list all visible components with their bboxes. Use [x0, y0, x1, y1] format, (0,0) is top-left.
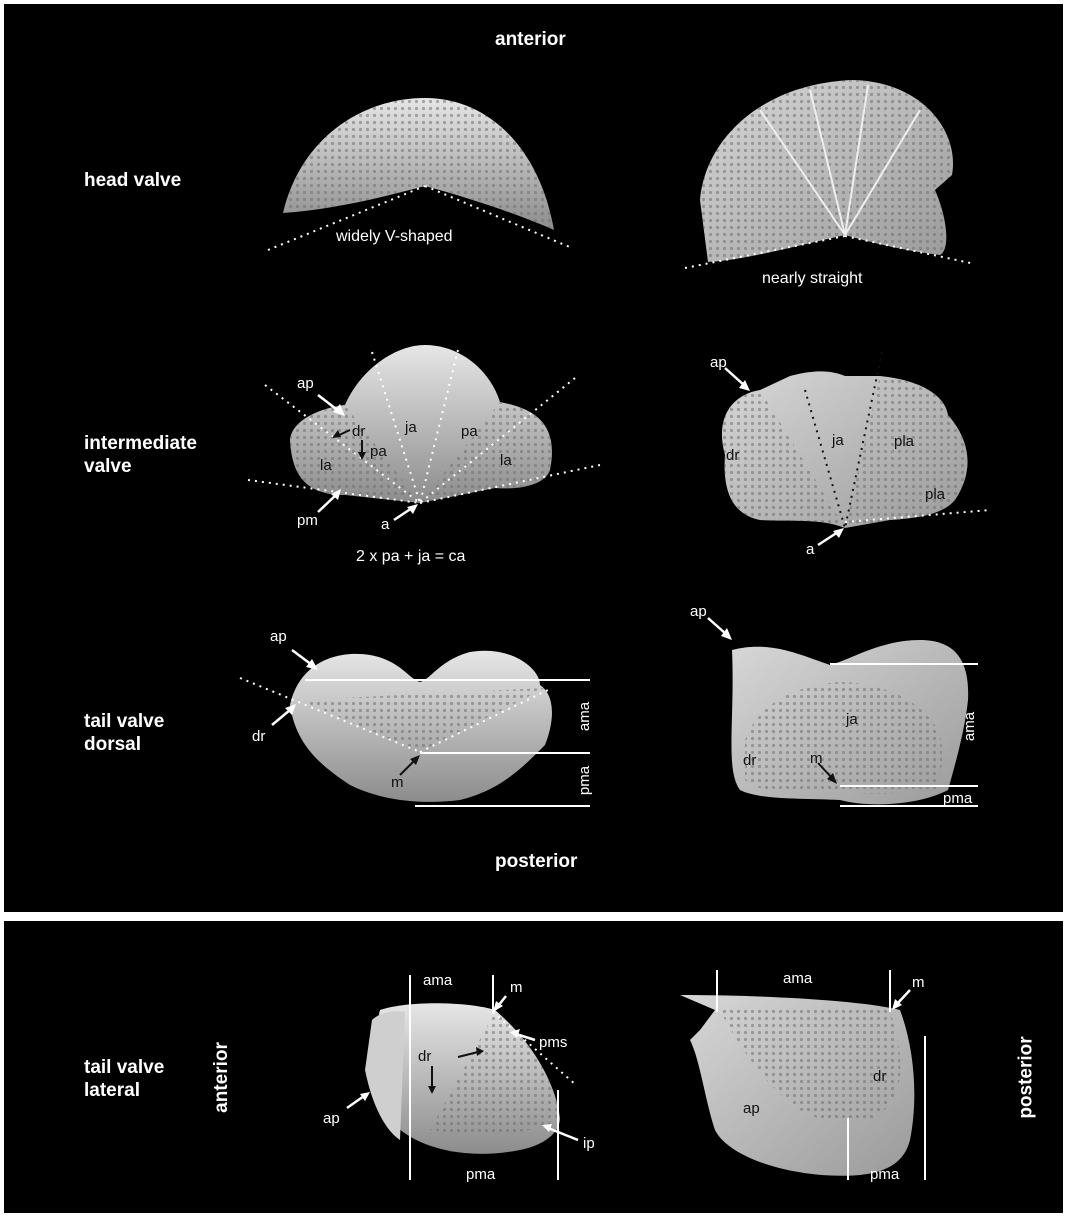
label-pma: pma — [576, 766, 593, 795]
row-label-head-valve: head valve — [84, 169, 181, 192]
tail-lateral-right-shell — [680, 995, 914, 1176]
label-dr: dr — [252, 728, 265, 745]
tail-dorsal-left-shell — [290, 651, 552, 802]
label-ap: ap — [270, 628, 287, 645]
row-label-tail-valve-dorsal: tail valve dorsal — [84, 710, 194, 756]
caption-formula: 2 x pa + ja = ca — [356, 548, 465, 565]
label-dr: dr — [726, 447, 739, 464]
orientation-posterior-lateral: posterior — [1015, 1036, 1038, 1118]
head-valve-left-shell — [283, 98, 554, 230]
label-pa: pa — [461, 423, 478, 440]
label-ap: ap — [710, 354, 727, 371]
label-ip: ip — [583, 1135, 595, 1152]
row-label-intermediate-valve: intermediate valve — [84, 432, 234, 478]
orientation-anterior-top: anterior — [495, 28, 566, 51]
label-m: m — [912, 974, 925, 991]
label-pla: pla — [925, 486, 945, 503]
label-m: m — [510, 979, 523, 996]
label-la: la — [320, 457, 332, 474]
label-dr: dr — [352, 423, 365, 440]
label-ap: ap — [323, 1110, 340, 1127]
label-ap: ap — [297, 375, 314, 392]
label-ja: ja — [405, 419, 417, 436]
label-dr: dr — [873, 1068, 886, 1085]
label-ja: ja — [846, 711, 858, 728]
row-label-tail-valve-lateral: tail valve lateral — [84, 1056, 194, 1102]
label-dr: dr — [418, 1048, 431, 1065]
label-ap: ap — [690, 603, 707, 620]
caption-widely-v-shaped: widely V-shaped — [336, 228, 453, 245]
label-a: a — [381, 516, 389, 533]
label-ap: ap — [743, 1100, 760, 1117]
label-pma: pma — [466, 1166, 495, 1183]
head-valve-right-shell — [700, 80, 953, 262]
tail-lateral-right-arrows — [892, 990, 910, 1010]
label-la: la — [500, 452, 512, 469]
orientation-posterior-bottom: posterior — [495, 850, 577, 873]
orientation-anterior-lateral: anterior — [210, 1042, 233, 1113]
label-ama: ama — [423, 972, 452, 989]
label-pma: pma — [870, 1166, 899, 1183]
intermediate-valve-left-shell — [290, 345, 552, 503]
label-ama: ama — [961, 712, 978, 741]
caption-nearly-straight: nearly straight — [762, 270, 863, 287]
label-pma: pma — [943, 790, 972, 807]
label-ama: ama — [576, 702, 593, 731]
label-ama: ama — [783, 970, 812, 987]
label-a: a — [806, 541, 814, 558]
label-m: m — [391, 774, 404, 791]
label-pa: pa — [370, 443, 387, 460]
label-ja: ja — [832, 432, 844, 449]
label-dr: dr — [743, 752, 756, 769]
tail-lateral-left-shell — [365, 1003, 560, 1154]
label-pms: pms — [539, 1034, 567, 1051]
intermediate-valve-right-shell — [722, 371, 968, 528]
label-m: m — [810, 750, 823, 767]
label-pla: pla — [894, 433, 914, 450]
label-pm: pm — [297, 512, 318, 529]
